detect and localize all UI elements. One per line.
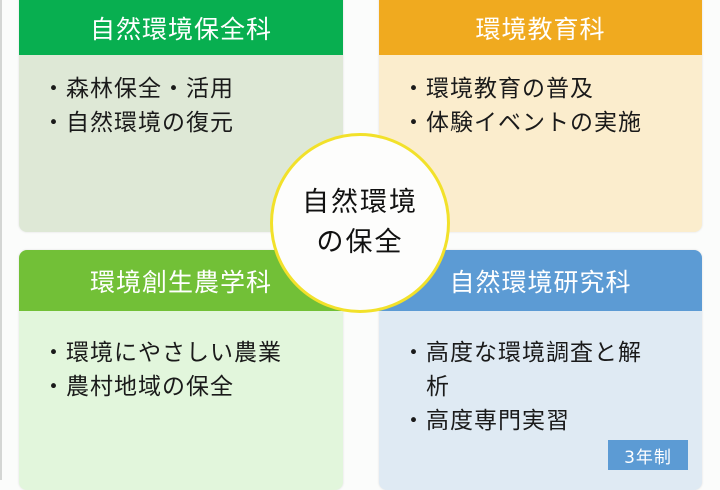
item-list: 高度な環境調査と解析 高度専門実習	[400, 336, 650, 438]
list-item: 森林保全・活用	[40, 72, 234, 106]
list-item: 農村地域の保全	[40, 370, 282, 404]
center-title-line2: の保全	[316, 227, 404, 258]
list-item: 高度な環境調査と解析	[400, 336, 650, 404]
list-item: 環境教育の普及	[400, 72, 642, 106]
panel-title: 環境創生農学科	[19, 250, 343, 311]
panel-title: 環境教育科	[379, 0, 702, 55]
item-list: 環境教育の普及 体験イベントの実施	[400, 72, 642, 140]
center-title-line1: 自然環境	[302, 187, 418, 218]
panel-nature-conservation: 自然環境保全科 森林保全・活用 自然環境の復元	[19, 0, 343, 232]
panel-environmental-agriculture: 環境創生農学科 環境にやさしい農業 農村地域の保全	[19, 250, 343, 490]
item-list: 環境にやさしい農業 農村地域の保全	[40, 336, 282, 404]
list-item: 環境にやさしい農業	[40, 336, 282, 370]
duration-badge: 3年制	[608, 440, 688, 470]
center-circle: 自然環境 の保全	[270, 133, 450, 313]
item-list: 森林保全・活用 自然環境の復元	[40, 72, 234, 140]
page-left-edge	[0, 0, 2, 480]
list-item: 高度専門実習	[400, 404, 650, 438]
list-item: 体験イベントの実施	[400, 106, 642, 140]
list-item: 自然環境の復元	[40, 106, 234, 140]
panel-title: 自然環境保全科	[19, 0, 343, 55]
